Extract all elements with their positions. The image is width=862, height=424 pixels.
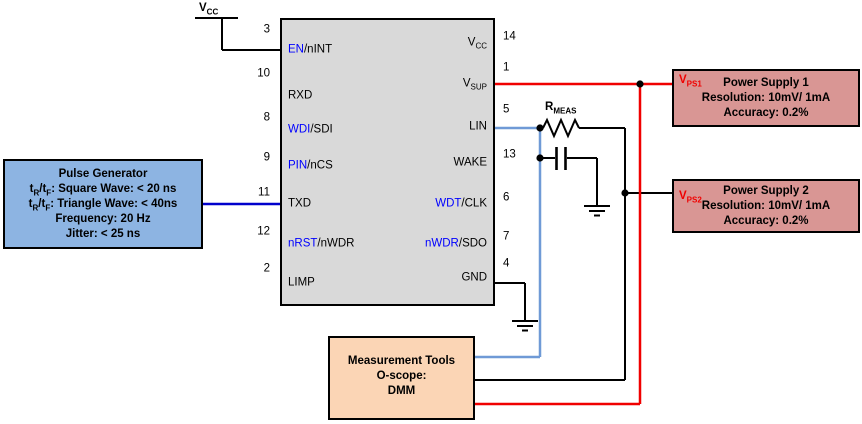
vsup-wire [475,82,672,406]
pin-label-nwdr-sdo: nWDR/SDO [425,237,487,250]
pin-number-7: 7 [503,230,510,243]
measurement-tools-dmm: DMM [387,385,416,397]
power-supply-1-title: Power Supply 1 [723,77,809,89]
pin-label-vcc: VCC [467,36,487,51]
pin-number-4: 4 [503,257,510,270]
pin-label-en-nint: EN/nINT [288,43,333,56]
capacitor-wire [540,157,598,206]
pin-number-3: 3 [263,23,270,36]
junction-dot [621,189,629,197]
power-supply-2-resolution: Resolution: 10mV/ 1mA [701,200,831,212]
pin-label-gnd: GND [461,271,487,284]
pulse-generator-line-triangle: tR/tF: Triangle Wave: < 40ns [28,198,178,213]
junction-dot [636,80,644,88]
power-supply-1-resolution: Resolution: 10mV/ 1mA [701,92,831,104]
measurement-tools-title: Measurement Tools [347,355,456,367]
pin-number-8: 8 [263,111,270,124]
pin-number-5: 5 [503,103,510,116]
power-supply-2-title: Power Supply 2 [723,185,809,197]
pin-label-wake: WAKE [453,156,487,169]
pin-label-wdi-sdi: WDI/SDI [288,123,333,136]
pin-label-txd: TXD [288,197,311,210]
chip-box [280,18,495,306]
pin-number-12: 12 [257,225,270,238]
pin-label-pin-ncs: PIN/nCS [288,159,333,172]
pin-label-vsup: VSUP [462,77,487,92]
capacitor-symbol [555,147,567,170]
pin-label-wdt-clk: WDT/CLK [435,197,487,210]
pin-number-9: 9 [263,151,270,164]
power-supply-2-accuracy: Accuracy: 0.2% [723,215,809,227]
pulse-generator-line-frequency: Frequency: 20 Hz [55,213,151,225]
vcc-rail-label: VCC [199,2,219,17]
vcc-rail-symbol [195,17,238,50]
resistor-symbol [542,117,580,139]
pin-label-nrst-nwdr: nRST/nWDR [288,237,355,250]
measurement-tools-oscope: O-scope: [376,370,427,382]
vps2-label: VPS2 [679,190,702,205]
pin-number-1: 1 [503,61,510,74]
power-supply-2-box: VPS2 Power Supply 2 Resolution: 10mV/ 1m… [672,179,860,233]
power-supply-1-accuracy: Accuracy: 0.2% [723,107,809,119]
pulse-generator-line-jitter: Jitter: < 25 ns [65,228,141,240]
power-supply-1-box: VPS1 Power Supply 1 Resolution: 10mV/ 1m… [672,69,860,127]
pulse-generator-box: Pulse Generator tR/tF: Square Wave: < 20… [3,159,203,249]
pin-number-11: 11 [258,186,270,199]
pin-label-lin: LIN [469,120,487,133]
pin-number-13: 13 [503,148,516,161]
ground-symbol-capacitor [584,205,610,217]
resistor-output-wire [475,127,672,381]
pin-label-rxd: RXD [288,89,313,102]
pin-label-limp: LIMP [288,276,315,289]
vps1-label: VPS1 [679,74,702,89]
pulse-generator-line-square: tR/tF: Square Wave: < 20 ns [29,183,177,198]
pin-number-2: 2 [263,262,270,275]
ground-symbol-gnd-pin [512,320,538,332]
pin-number-6: 6 [503,191,510,204]
pin-number-10: 10 [257,67,270,80]
rmeas-label: RMEAS [545,101,577,116]
pin-number-14: 14 [503,30,516,43]
pulse-generator-title: Pulse Generator [58,168,148,180]
gnd-pin-wire [495,282,526,321]
junction-dot [536,154,544,162]
measurement-tools-box: Measurement Tools O-scope: DMM [328,336,475,420]
junction-dot [536,124,544,132]
